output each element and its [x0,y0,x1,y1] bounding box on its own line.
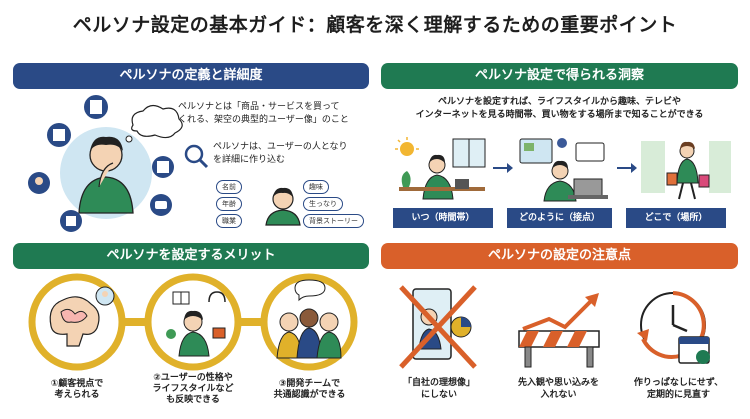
section-header: ペルソナの設定の注意点 [381,243,738,269]
tag-age: 年齢 [216,197,242,211]
morning-home-illustration [395,137,486,200]
tag-background-story: 背景ストーリー [303,214,364,228]
arrow-right-icon [617,163,637,173]
tag-personality: 生っなり [303,197,343,211]
magnifier-icon [184,144,209,169]
definition-line-2: くれる、架空の典型的ユーザー像」のこと [178,115,349,125]
merit-2-line-2: ライフスタイルなど [152,384,234,394]
caution-2-line-1: 先入観や思い込みを [517,378,599,388]
persona-avatar-small [265,187,301,226]
section-header: ペルソナの定義と詳細度 [13,63,369,89]
caution-3-line-2: 定期的に見直す [646,390,710,400]
section-header: ペルソナを設定するメリット [13,243,369,269]
persona-center-illustration [28,95,183,232]
definition-line-1: ペルソナとは「商品・サービスを買って [178,102,340,112]
merit-1-line-2: 考えられる [54,390,100,400]
section-header: ペルソナ設定で得られる洞察 [381,63,738,89]
merit-chain-illustration [28,273,358,371]
tag-name: 名前 [216,180,242,194]
section-persona-merits: ペルソナを設定するメリット ①顧客視点で 考えられる ②ユーザ [13,243,369,413]
timeline-where: どこで（場所） [626,208,726,228]
section-persona-insights: ペルソナ設定で得られる洞察 ペルソナを設定すれば、ライフスタイルから趣味、テレビ… [381,63,738,233]
tag-hobby: 趣味 [303,180,329,194]
section-persona-cautions: ペルソナの設定の注意点 「自社の理想像」 にしない 先入観や思い込 [381,243,738,413]
insight-desc-line-2: インターネットを見る時間帯、買い物をする場所まで知ることができる [415,110,704,120]
timeline-when: いつ（時間帯） [393,208,493,228]
arrow-right-icon [493,163,513,173]
caution-1-line-1: 「自社の理想像」 [402,378,475,388]
laptop-social-illustration [519,138,608,202]
crossed-mirror-icon [399,285,477,369]
section-persona-definition: ペルソナの定義と詳細度 ペルソナとは「商品・サービスを買って くれる、架空の典型… [13,63,369,233]
merit-2-line-3: も反映できる [166,395,220,405]
detail-line-1: ペルソナは、ユーザーの人となり [213,142,348,152]
merit-2-line-1: ②ユーザーの性格や [153,373,233,383]
tag-occupation: 職業 [216,214,242,228]
caution-1-line-2: にしない [420,390,457,400]
clock-calendar-icon [637,291,710,364]
caution-2-line-2: 入れない [540,390,577,400]
merit-3-line-1: ③開発チームで [278,379,341,389]
timeline-how: どのように（接点） [507,208,612,228]
caution-3-line-1: 作りっぱなしにせず、 [633,378,724,388]
shopping-illustration [641,141,731,200]
merit-1-line-1: ①顧客視点で [50,379,104,389]
detail-line-2: を詳細に作り込む [213,155,286,165]
merit-3-line-2: 共通認識ができる [273,390,346,400]
barrier-icon [518,293,600,368]
insight-desc-line-1: ペルソナを設定すれば、ライフスタイルから趣味、テレビや [437,97,681,107]
page-title: ペルソナ設定の基本ガイド：顧客を深く理解するための重要ポイント [72,14,678,36]
